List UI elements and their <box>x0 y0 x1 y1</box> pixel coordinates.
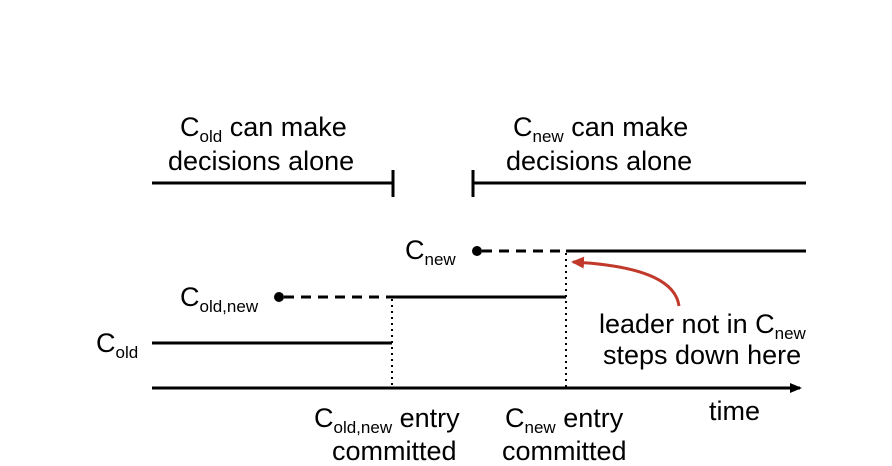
c-new-label: Cnew <box>405 235 456 269</box>
c-old-new-start-dot <box>274 292 284 302</box>
c-old-new-entry-label-line1: Cold,new entry <box>314 403 460 437</box>
c-old-region-label-line1: Cold can make <box>180 112 347 146</box>
c-old-new-entry-label-line2: committed <box>332 436 457 466</box>
time-axis-label: time <box>709 396 760 426</box>
c-new-region-label-line2: decisions alone <box>506 146 692 176</box>
c-old-new-label: Cold,new <box>180 282 259 316</box>
c-new-region-label-line1: Cnew can make <box>513 112 688 146</box>
leader-step-down-arrow <box>571 256 681 307</box>
c-new-entry-label-line2: committed <box>502 436 627 466</box>
leader-note-line2: steps down here <box>603 340 801 370</box>
c-old-label: Cold <box>96 328 138 362</box>
c-new-start-dot <box>472 246 482 256</box>
leader-note-line1: leader not in Cnew <box>599 309 807 343</box>
c-old-region-label-line2: decisions alone <box>168 146 354 176</box>
c-new-entry-label-line1: Cnew entry <box>505 403 624 437</box>
